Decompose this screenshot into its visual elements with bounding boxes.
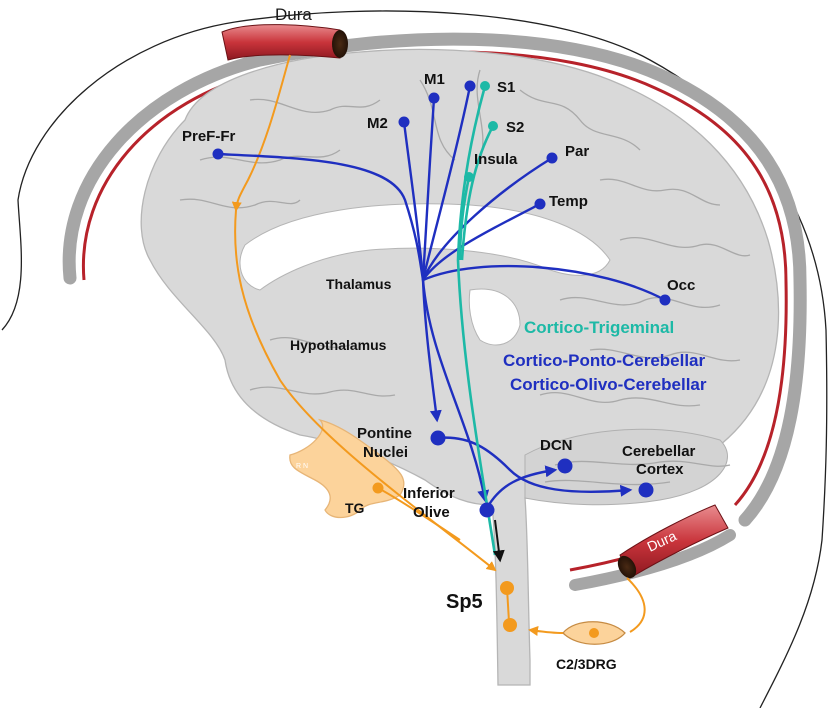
label-thalamus: Thalamus [326, 276, 392, 292]
sulci [179, 69, 751, 486]
pontine-node [430, 430, 446, 446]
tg-shape [289, 418, 405, 519]
s1-blue-node [464, 80, 476, 92]
label-inferior-1: Inferior [403, 485, 455, 502]
label-hypothalamus: Hypothalamus [290, 337, 387, 353]
label-rn: R N [296, 463, 308, 470]
blue-pathways [217, 85, 666, 509]
label-temp: Temp [549, 193, 588, 210]
label-occ: Occ [667, 277, 695, 294]
teal-pathways [456, 85, 497, 556]
dcn-node [557, 458, 573, 474]
label-drg: C2/3DRG [556, 656, 617, 672]
cerebellar-node [638, 482, 654, 498]
occ-node [659, 294, 671, 306]
pathway-trigeminal: Cortico-Trigeminal [524, 318, 674, 337]
pathway-olivo: Cortico-Olivo-Cerebellar [510, 375, 707, 394]
dura-bottom [617, 504, 729, 579]
drg-node [589, 628, 599, 638]
label-par: Par [565, 143, 589, 160]
insula-node [464, 172, 474, 182]
brain [140, 48, 780, 686]
head-outline [1, 10, 828, 708]
cerebellum [524, 428, 728, 506]
label-s1: S1 [497, 79, 515, 96]
s2-node [488, 121, 498, 131]
skull-lower [569, 529, 736, 591]
pref-node [212, 148, 224, 160]
black-arrow [492, 519, 505, 563]
temp-node [534, 198, 546, 210]
orange-nodes [372, 482, 599, 638]
label-inferior-2: Olive [413, 504, 450, 521]
skull [62, 32, 807, 527]
label-tg: TG [345, 500, 365, 516]
label-dcn: DCN [540, 437, 573, 454]
dura-line [81, 50, 788, 507]
label-m1: M1 [424, 71, 445, 88]
sp5-node-lower [503, 618, 517, 632]
par-node [546, 152, 558, 164]
pathway-ponto: Cortico-Ponto-Cerebellar [503, 351, 706, 370]
label-pontine-2: Nuclei [363, 444, 408, 461]
orange-pathways [231, 54, 646, 636]
label-sp5: Sp5 [446, 591, 483, 613]
label-s2: S2 [506, 119, 524, 136]
dura-top-label: Dura [275, 5, 312, 24]
m2-node [398, 116, 410, 128]
label-insula: Insula [474, 151, 518, 168]
label-pontine-1: Pontine [357, 425, 412, 442]
ventricle [468, 288, 521, 346]
m1-node [428, 92, 440, 104]
label-cerebellar-2: Cortex [636, 461, 684, 478]
s1-teal-node [480, 81, 490, 91]
label-cerebellar-1: Cerebellar [622, 443, 696, 460]
blue-nodes [212, 80, 671, 518]
tg-node [372, 482, 384, 494]
dura-top [221, 24, 348, 61]
teal-nodes [464, 81, 498, 182]
label-pref: PreF-Fr [182, 128, 236, 145]
sp5-node-upper [500, 581, 514, 595]
olive-node [479, 502, 495, 518]
label-m2: M2 [367, 115, 388, 132]
